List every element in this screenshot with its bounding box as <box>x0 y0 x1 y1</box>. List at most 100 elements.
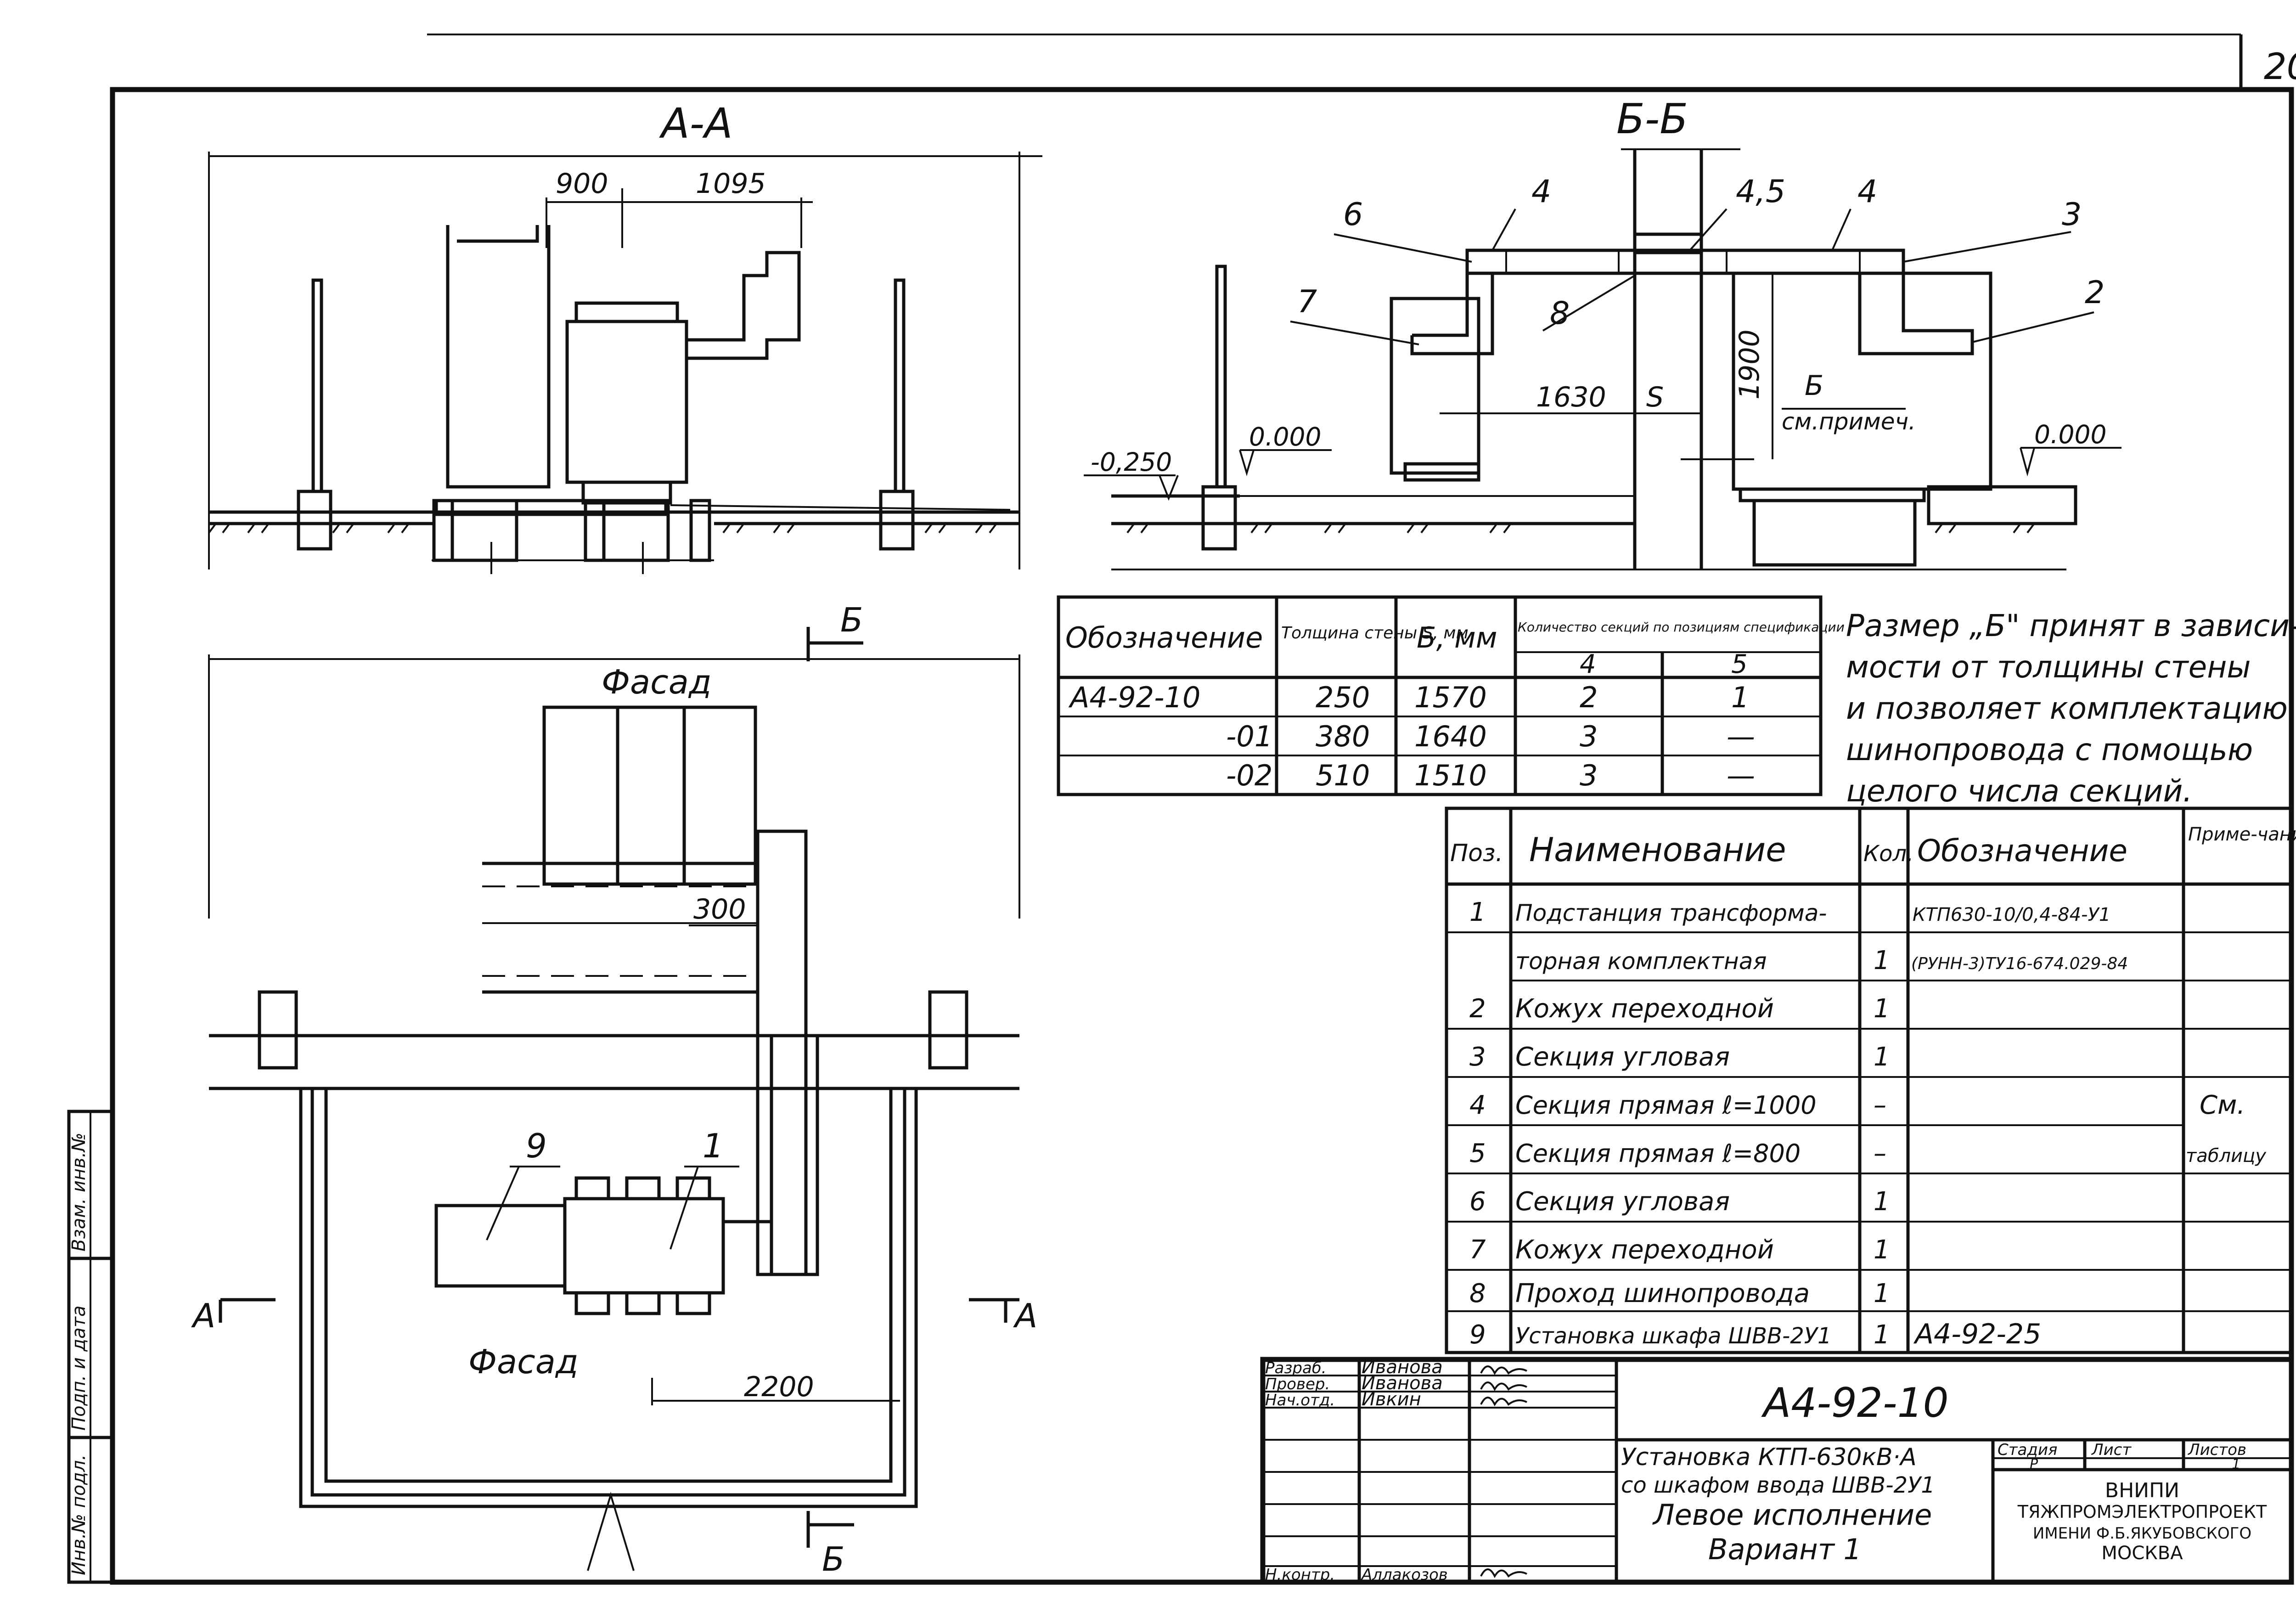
bb-callout-8: 8 <box>1550 295 1570 332</box>
bb-callout-45: 4,5 <box>1736 174 1785 210</box>
bb-callout-2: 2 <box>2085 275 2105 311</box>
stamp-sign-label: Подп. и дата <box>68 1306 90 1431</box>
spec-row-2-name: торная комплектная <box>1515 948 1767 975</box>
spec-row-6-name: Секция прямая ℓ=800 <box>1515 1139 1801 1168</box>
title-block: Разраб. Иванова Провер. Иванова Нач.отд.… <box>1260 1357 2294 1585</box>
tb-role-2: Провер. <box>1265 1375 1330 1393</box>
spec-row-3-qty: 1 <box>1874 994 1890 1024</box>
wall-row-2-q5: — <box>1727 720 1755 753</box>
wall-col-qty: Количество секций по позициям спецификац… <box>1518 620 1845 635</box>
tb-org-3: ИМЕНИ Ф.Б.ЯКУБОВСКОГО <box>2033 1524 2251 1543</box>
tb-role-1: Разраб. <box>1265 1359 1327 1377</box>
wall-row-2-designation: -01 <box>1226 720 1272 753</box>
note-line-5: целого числа секций. <box>1846 773 2192 809</box>
tb-sheets-label: Листов <box>2187 1441 2246 1459</box>
spec-row-1-name: Подстанция трансформа- <box>1515 900 1827 926</box>
spec-col-note: Приме-чание <box>2188 824 2296 845</box>
tb-role-4: Н.контр. <box>1265 1566 1335 1584</box>
wall-thickness-table: Обозначение Толщина стены S, мм Б, мм Ко… <box>1057 595 1845 796</box>
spec-row-9-qty: 1 <box>1874 1279 1890 1308</box>
spec-row-5-qty: – <box>1874 1090 1886 1120</box>
wall-row-3-q5: — <box>1727 759 1755 792</box>
spec-col-qty: Кол. <box>1863 841 1913 867</box>
wall-col-designation: Обозначение <box>1065 621 1263 654</box>
bb-dim-s: S <box>1646 381 1664 413</box>
spec-row-10-qty: 1 <box>1874 1320 1890 1350</box>
spec-row-10-name: Установка шкафа ШВВ-2У1 <box>1515 1323 1832 1349</box>
note-line-3: и позволяет комплектацию <box>1846 691 2288 726</box>
wall-row-3-b: 1510 <box>1414 759 1487 792</box>
note-block: Размер „Б" принят в зависи- мости от тол… <box>1846 608 2296 809</box>
signature-4 <box>1480 1568 1527 1578</box>
spec-row-9-name: Проход шинопровода <box>1515 1279 1810 1308</box>
spec-row-5-note: См. <box>2200 1090 2245 1120</box>
wall-col-thickness: Толщина стены S, мм <box>1281 624 1469 643</box>
spec-row-2-qty: 1 <box>1874 946 1890 975</box>
bb-callout-7: 7 <box>1297 284 1317 320</box>
bb-dim-b: Б <box>1805 370 1823 402</box>
tb-desc-4: Вариант 1 <box>1708 1533 1862 1566</box>
bb-level-left: -0,250 <box>1091 447 1172 477</box>
stamp-inv-label: Инв.№ подл. <box>68 1454 90 1575</box>
tb-role-3: Нач.отд. <box>1265 1391 1335 1409</box>
plan-cut-b-top: Б <box>840 601 863 639</box>
tb-org-1: ВНИПИ <box>2105 1479 2179 1502</box>
spec-row-4-name: Секция угловая <box>1515 1042 1730 1072</box>
tb-org-4: МОСКВА <box>2101 1543 2183 1564</box>
tb-name-3: Ивкин <box>1362 1389 1421 1410</box>
spec-row-7-pos: 6 <box>1469 1187 1486 1217</box>
bb-callout-3: 3 <box>2062 197 2082 233</box>
side-stamp: Инв.№ подл. Подп. и дата Взам. инв.№ <box>67 1110 114 1584</box>
section-bb-title: Б-Б <box>1616 95 1688 143</box>
tb-desc-1: Установка КТП-630кВ·А <box>1621 1443 1917 1471</box>
tb-name-1: Иванова <box>1362 1357 1443 1378</box>
signature-3 <box>1480 1397 1527 1407</box>
plan-dim-300: 300 <box>693 893 746 925</box>
bb-dim-1900: 1900 <box>1733 329 1766 400</box>
tb-desc-2: со шкафом ввода ШВВ-2У1 <box>1621 1472 1935 1498</box>
spec-col-designation: Обозначение <box>1917 833 2127 868</box>
bb-level-zero-left: 0.000 <box>1249 422 1321 451</box>
section-aa-title: А-А <box>659 100 733 148</box>
aa-dim-900: 900 <box>556 168 608 200</box>
plan-facade-top: Фасад <box>602 663 712 701</box>
tb-desc-3: Левое исполнение <box>1652 1498 1932 1532</box>
spec-row-2-designation: (РУНН-3)ТУ16-674.029-84 <box>1911 954 2128 973</box>
tb-name-4: Аллакозов <box>1361 1566 1448 1584</box>
wall-row-1-q5: 1 <box>1731 681 1749 714</box>
spec-row-3-name: Кожух переходной <box>1515 994 1774 1024</box>
wall-col-pos5: 5 <box>1731 649 1748 679</box>
tb-sheets-value: 1 <box>2232 1456 2240 1472</box>
spec-row-6-pos: 5 <box>1469 1139 1486 1168</box>
wall-col-pos4: 4 <box>1580 649 1596 679</box>
signature-2 <box>1480 1381 1527 1392</box>
wall-row-3-designation: -02 <box>1226 759 1272 792</box>
wall-row-1-b: 1570 <box>1414 681 1487 714</box>
tb-name-2: Иванова <box>1362 1373 1443 1394</box>
plan-facade-bottom: Фасад <box>468 1342 579 1381</box>
note-line-1: Размер „Б" принят в зависи- <box>1846 608 2296 643</box>
plan-callout-9: 9 <box>526 1127 547 1165</box>
spec-row-3-pos: 2 <box>1469 994 1486 1024</box>
section-bb-view: Б-Б 1630 S 1900 Б см.примеч. 6 <box>1084 95 2122 570</box>
wall-row-2-q4: 3 <box>1580 720 1598 753</box>
stamp-replace-label: Взам. инв.№ <box>68 1133 90 1251</box>
plan-cut-a-left: А <box>191 1297 215 1335</box>
bb-callout-6: 6 <box>1343 197 1363 233</box>
wall-row-3-s: 510 <box>1316 759 1370 792</box>
bb-dim-1630: 1630 <box>1536 381 1606 413</box>
spec-row-6-qty: – <box>1874 1139 1886 1168</box>
bb-callout-4a: 4 <box>1531 174 1551 210</box>
note-line-2: мости от толщины стены <box>1846 649 2251 685</box>
spec-row-10-pos: 9 <box>1469 1320 1486 1350</box>
spec-row-5-name: Секция прямая ℓ=1000 <box>1515 1091 1817 1120</box>
plan-view: Фасад Б 300 <box>191 601 1037 1578</box>
spec-row-1-designation: КТП630-10/0,4-84-У1 <box>1913 904 2110 925</box>
spec-col-pos: Поз. <box>1450 840 1503 867</box>
aa-dim-1095: 1095 <box>696 168 766 200</box>
bb-level-zero-right: 0.000 <box>2034 420 2106 449</box>
spec-row-8-qty: 1 <box>1874 1235 1890 1265</box>
bb-callout-4b: 4 <box>1857 174 1877 210</box>
tb-sheet-label: Лист <box>2091 1441 2132 1459</box>
